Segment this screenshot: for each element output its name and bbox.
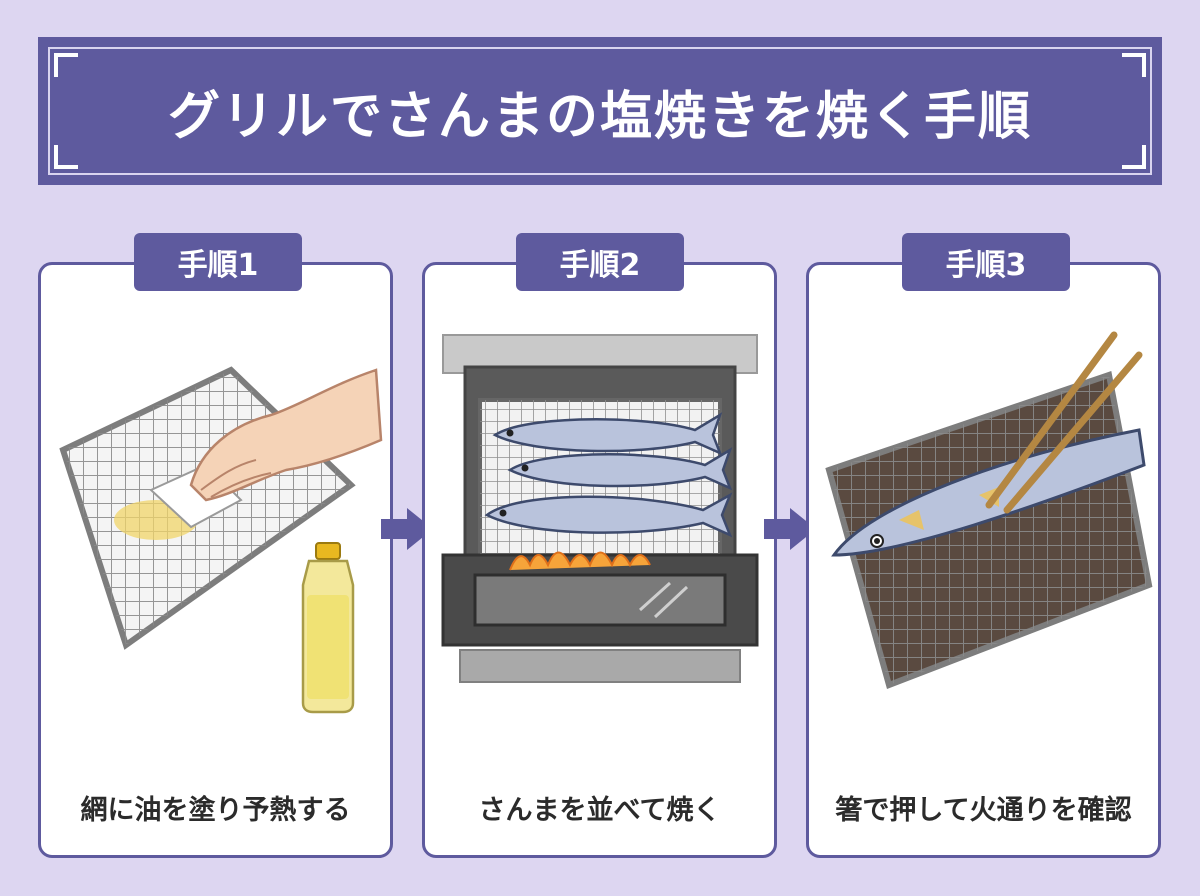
title-frame: [48, 47, 1152, 175]
saury-fish-icon: [484, 492, 733, 538]
saury-fish-icon: [492, 412, 723, 456]
step-label: 手順2: [516, 233, 684, 291]
oiling-rack-illustration: [59, 366, 383, 714]
hand-icon: [189, 368, 383, 502]
page-title: グリルでさんまの塩焼きを焼く手順: [167, 86, 1032, 147]
step-panel-3: 箸で押して火通りを確認: [806, 262, 1161, 858]
checking-doneness-illustration: [825, 331, 1153, 689]
flame-icon: [509, 551, 651, 571]
title-banner: グリルでさんまの塩焼きを焼く手順: [38, 37, 1162, 185]
chopsticks-icon: [985, 331, 1143, 514]
oil-bottle-icon: [301, 542, 355, 714]
corner-ornament: [1122, 145, 1146, 169]
step-caption: さんまを並べて焼く: [478, 795, 721, 826]
step-label: 手順3: [902, 233, 1070, 291]
right-arrow-icon: [381, 508, 433, 550]
corner-ornament: [54, 145, 78, 169]
saury-fish-icon: [507, 447, 733, 491]
step-panel-2: さんまを並べて焼く: [422, 262, 777, 858]
saury-fish-icon: [831, 428, 1146, 557]
step-panel-1: 網に油を塗り予熱する: [38, 262, 393, 858]
step-caption: 箸で押して火通りを確認: [835, 795, 1132, 826]
right-arrow-icon: [764, 508, 816, 550]
step-caption: 網に油を塗り予熱する: [80, 795, 351, 826]
corner-ornament: [1122, 53, 1146, 77]
grilling-illustration: [441, 334, 759, 683]
step-label: 手順1: [134, 233, 302, 291]
corner-ornament: [54, 53, 78, 77]
